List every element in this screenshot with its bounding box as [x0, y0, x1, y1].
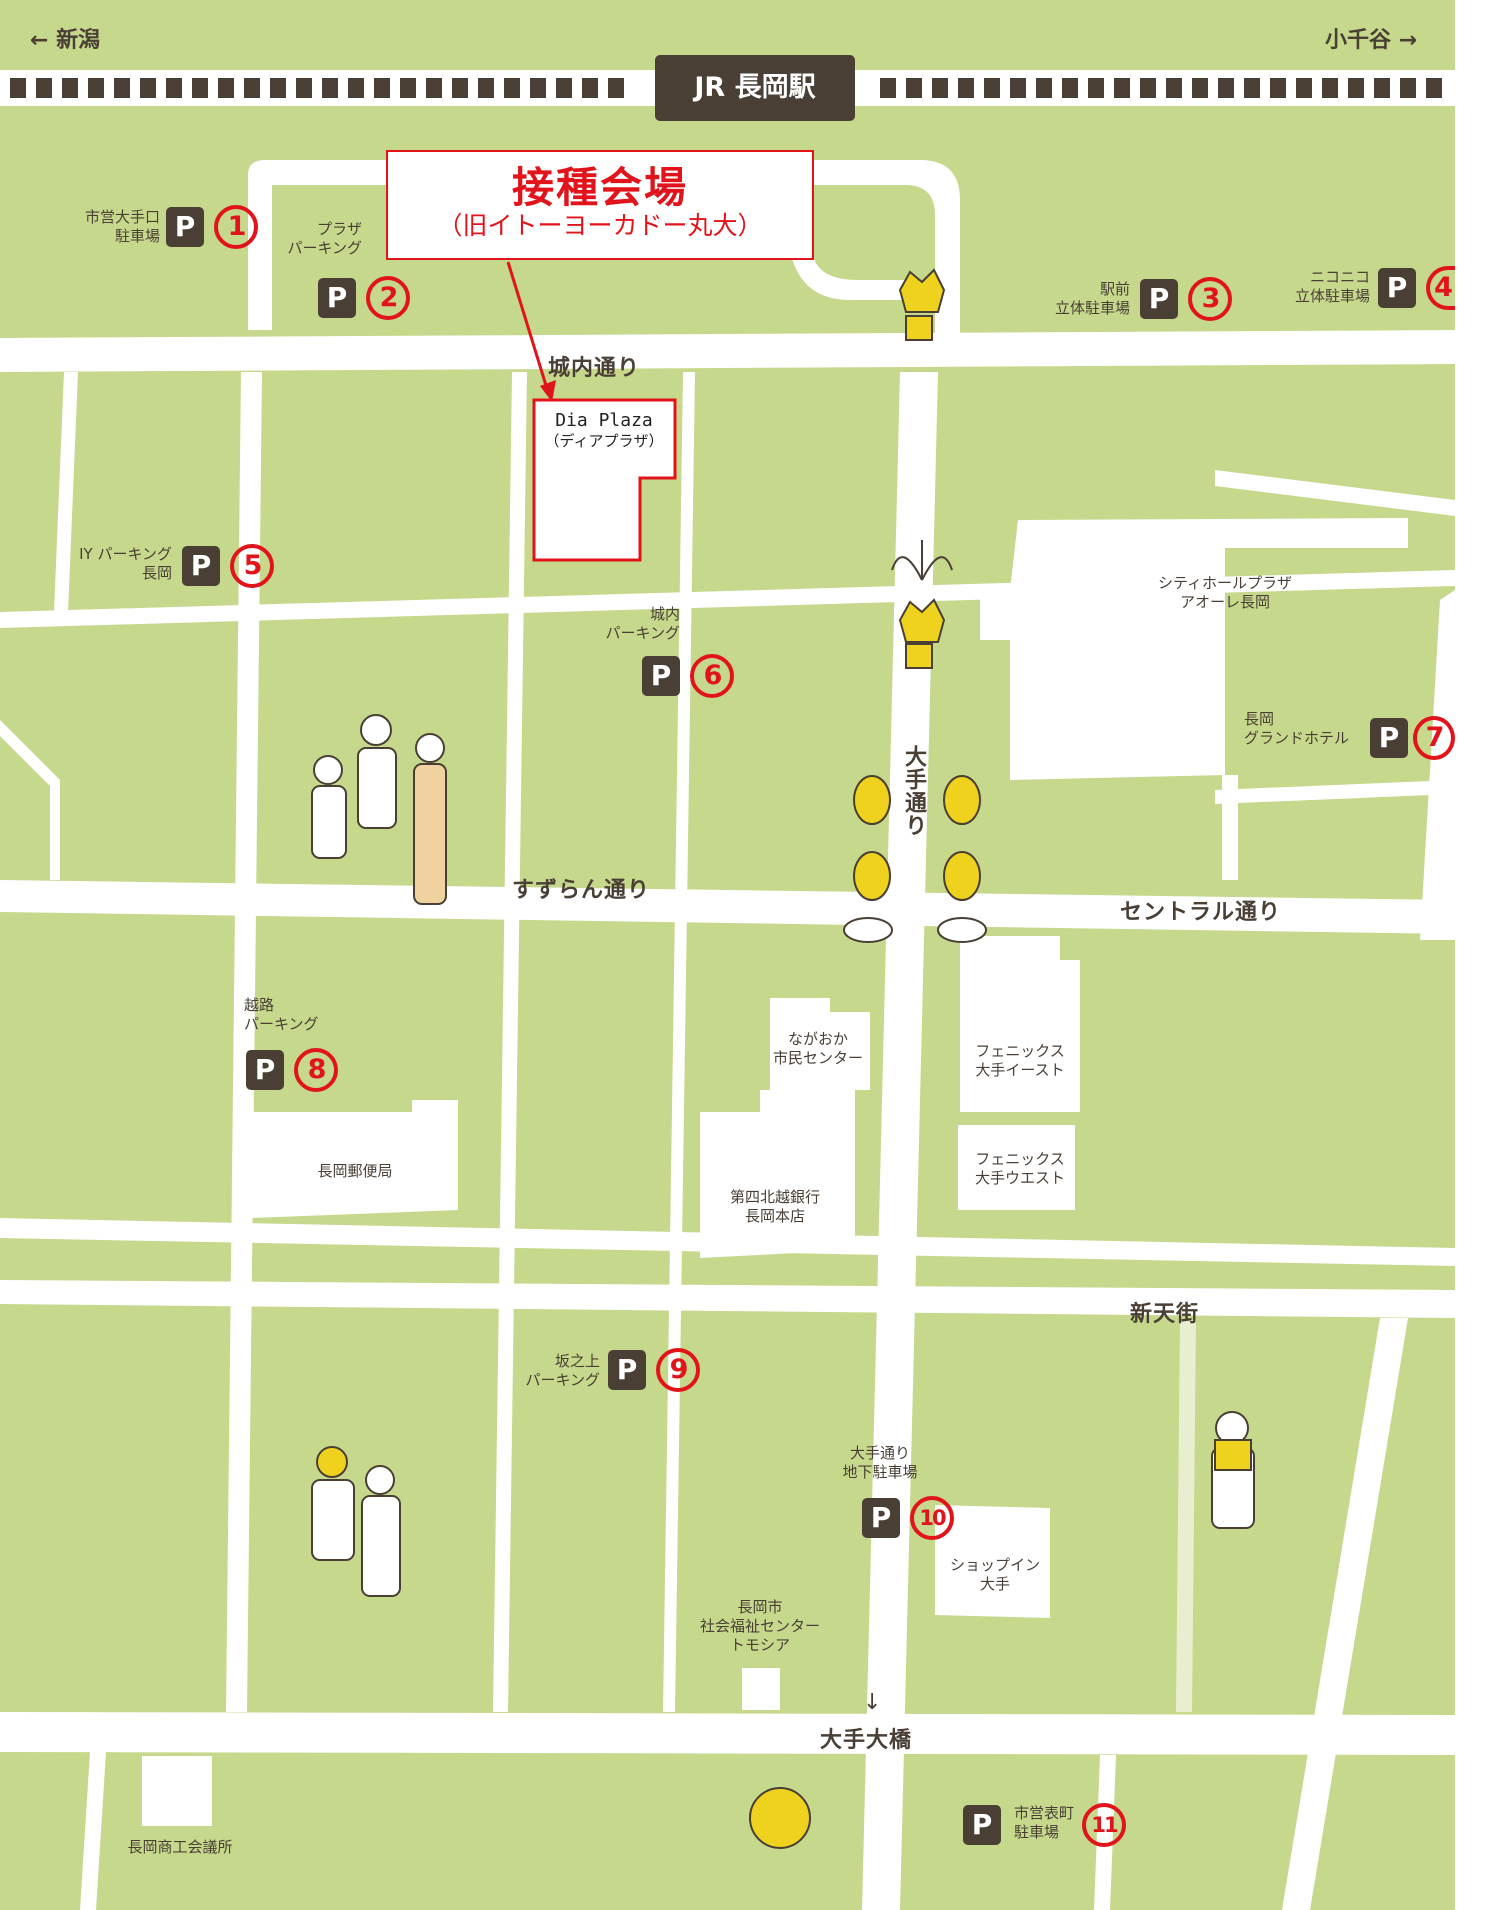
parking-7-label: 長岡グランドホテル — [1244, 710, 1350, 747]
parking-11-number: 11 — [1082, 1803, 1126, 1847]
parking-10-label: 大手通り地下駐車場 — [842, 1444, 918, 1481]
bank-label: 第四北越銀行長岡本店 — [729, 1188, 820, 1225]
parking-7-badge: P — [1370, 718, 1408, 758]
parking-2-badge: P — [318, 278, 356, 318]
welfare-center-label: 長岡市社会福祉センタートモシア — [699, 1598, 820, 1654]
fountain-icon — [891, 540, 953, 581]
dia-plaza-label: Dia Plaza （ディアプラザ） — [538, 410, 670, 450]
station-label: JR 長岡駅 — [655, 55, 855, 121]
parking-6-label: 城内パーキング — [605, 605, 680, 642]
shopin-building — [935, 1505, 1050, 1618]
phoenix-east-building — [960, 936, 1080, 1112]
parking-3-number: 3 — [1188, 277, 1232, 321]
parking-8-badge: P — [246, 1050, 284, 1090]
welfare-building — [742, 1668, 780, 1710]
tree-decorations — [843, 268, 987, 943]
bank-building — [700, 1090, 855, 1258]
parking-10-badge: P — [862, 1498, 900, 1538]
parking-11-badge: P — [963, 1805, 1001, 1845]
people-illustration — [311, 714, 1255, 1849]
parking-6-number: 6 — [690, 654, 734, 698]
parking-3-label: 駅前立体駐車場 — [1054, 280, 1130, 317]
railway-ties — [10, 78, 1442, 98]
street-shintengai: 新天街 — [1130, 1302, 1200, 1327]
parking-1-label: 市営大手口駐車場 — [84, 208, 160, 245]
parking-9-number: 9 — [656, 1348, 700, 1392]
direction-niigata: ← 新潟 — [30, 28, 101, 53]
city-hall-label: シティホールプラザアオーレ長岡 — [1157, 574, 1293, 611]
parking-2-number: 2 — [366, 276, 410, 320]
parking-3-badge: P — [1140, 279, 1178, 319]
parking-4-badge: P — [1378, 268, 1416, 308]
parking-8-label: 越路パーキング — [244, 996, 319, 1033]
parking-5-number: 5 — [230, 544, 274, 588]
shopin-label: ショップイン大手 — [949, 1556, 1040, 1593]
parking-8-number: 8 — [294, 1048, 338, 1092]
south-arrow: ↓ — [863, 1690, 882, 1715]
post-office-building — [252, 1100, 458, 1218]
dia-plaza-kana: （ディアプラザ） — [544, 432, 664, 450]
parking-6-badge: P — [642, 656, 680, 696]
parking-11-label: 市営表町駐車場 — [1014, 1804, 1075, 1841]
parking-7-number: 7 — [1413, 716, 1455, 760]
street-central: セントラル通り — [1120, 900, 1282, 925]
phoenix-west-building — [958, 1125, 1075, 1210]
parking-9-badge: P — [608, 1350, 646, 1390]
parking-10-number: 10 — [910, 1496, 954, 1540]
venue-leader-line — [506, 261, 550, 393]
buildings — [142, 398, 1408, 1826]
street-jonai: 城内通り — [548, 356, 641, 381]
chamber-label: 長岡商工会議所 — [127, 1838, 233, 1856]
civic-center-building — [770, 998, 870, 1125]
city-hall-building — [980, 518, 1408, 780]
parking-4-label: ニコニコ立体駐車場 — [1294, 268, 1370, 305]
parking-1-number: 1 — [214, 205, 258, 249]
street-ohte-ohashi: 大手大橋 — [820, 1728, 913, 1753]
street-ohte-dori: 大手通り — [901, 745, 926, 837]
dia-plaza-building — [532, 398, 677, 562]
parking-5-label: IY パーキング長岡 — [79, 545, 172, 582]
phoenix-west-label: フェニックス大手ウエスト — [974, 1150, 1065, 1187]
venue-subtitle: （旧イトーヨーカドー丸大） — [437, 211, 763, 240]
parking-5-badge: P — [182, 546, 220, 586]
parking-9-label: 坂之上パーキング — [525, 1352, 600, 1389]
civic-center-label: ながおか市民センター — [772, 1030, 863, 1067]
post-office-label: 長岡郵便局 — [317, 1162, 393, 1180]
venue-callout: 接種会場 （旧イトーヨーカドー丸大） — [386, 150, 814, 260]
direction-ojiya: 小千谷 → — [1325, 28, 1418, 53]
street-suzuran: すずらん通り — [512, 878, 651, 903]
dia-plaza-name: Dia Plaza — [555, 410, 653, 431]
map: ← 新潟 小千谷 → JR 長岡駅 接種会場 （旧イトーヨーカドー丸大） Dia… — [0, 0, 1455, 1910]
phoenix-east-label: フェニックス大手イースト — [975, 1042, 1065, 1079]
chamber-building — [142, 1756, 212, 1826]
parking-2-label: プラザパーキング — [287, 220, 362, 257]
parking-4-number: 4 — [1426, 266, 1455, 310]
parking-1-badge: P — [166, 207, 204, 247]
venue-title: 接種会場 — [511, 163, 688, 212]
